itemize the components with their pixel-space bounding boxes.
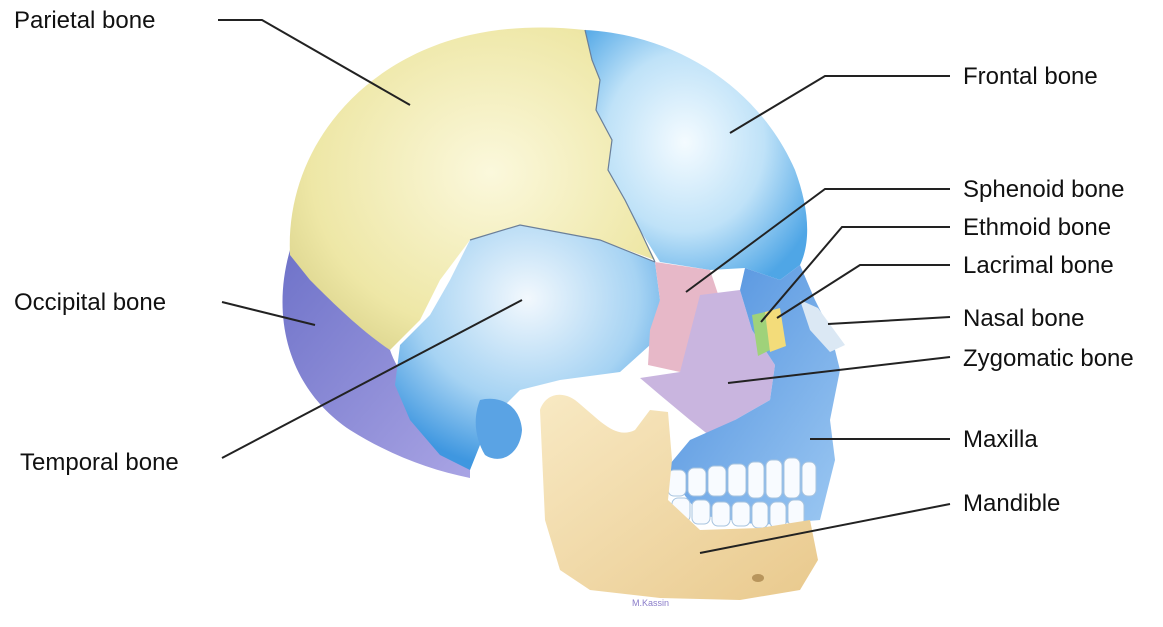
label-temporal-bone: Temporal bone (20, 450, 179, 476)
label-mandible: Mandible (963, 491, 1060, 517)
leader-nasal (828, 317, 950, 324)
label-zygomatic-bone: Zygomatic bone (963, 346, 1134, 372)
mastoid-process (476, 399, 522, 459)
label-ethmoid-bone: Ethmoid bone (963, 215, 1111, 241)
mental-foramen (752, 574, 764, 582)
label-maxilla: Maxilla (963, 427, 1038, 453)
label-frontal-bone: Frontal bone (963, 64, 1098, 90)
label-nasal-bone: Nasal bone (963, 306, 1084, 332)
label-sphenoid-bone: Sphenoid bone (963, 177, 1124, 203)
signature: M.Kassin (632, 598, 669, 608)
label-occipital-bone: Occipital bone (14, 290, 166, 316)
label-parietal-bone: Parietal bone (14, 8, 155, 34)
label-lacrimal-bone: Lacrimal bone (963, 253, 1114, 279)
